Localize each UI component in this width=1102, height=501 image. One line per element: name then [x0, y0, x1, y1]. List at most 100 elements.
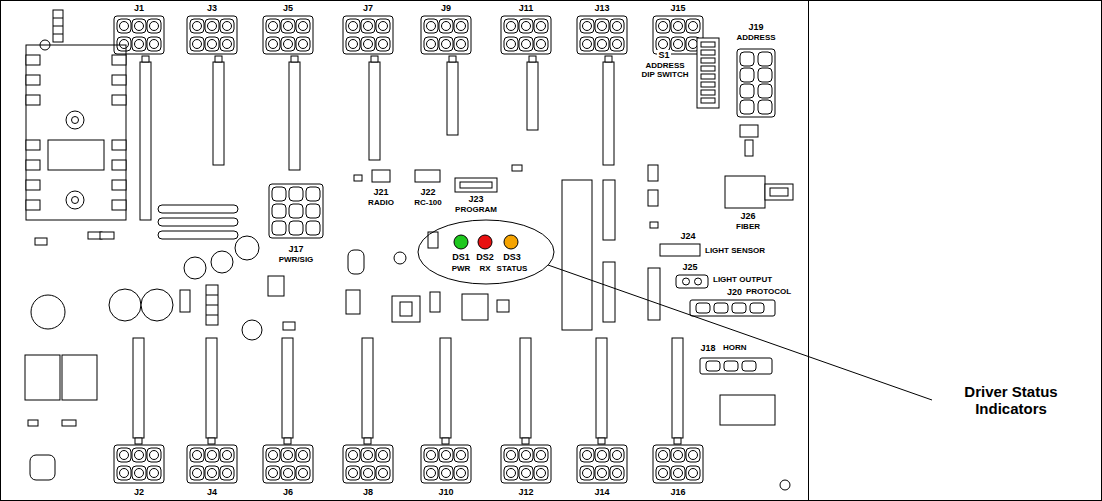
board-part	[596, 338, 607, 438]
connector-label: J12	[517, 487, 534, 497]
board-part	[206, 295, 218, 296]
logic-section	[269, 165, 660, 330]
connector-label: J6	[282, 487, 294, 497]
board-part	[289, 62, 300, 170]
board-part	[522, 438, 529, 444]
board-part	[512, 165, 522, 171]
board-part	[603, 62, 614, 165]
board-part	[53, 26, 63, 27]
board-part	[701, 50, 715, 55]
connector-label: J21	[372, 187, 389, 197]
board-part	[72, 197, 79, 204]
board-part	[235, 236, 259, 260]
board-part	[683, 278, 690, 285]
board-part	[750, 303, 764, 313]
board-part	[142, 56, 149, 62]
connector-caption: HORN	[722, 343, 748, 352]
connector-caption: ADDRESS	[735, 33, 776, 42]
board-part	[674, 438, 681, 444]
connector-label: J23	[467, 194, 484, 204]
board-part	[215, 56, 222, 62]
board-part	[31, 295, 65, 329]
led-label: DS3	[502, 252, 522, 262]
board-part	[720, 395, 775, 425]
board-part	[577, 16, 627, 54]
board-part	[442, 438, 449, 444]
board-part	[562, 180, 592, 330]
connector-caption: FIBER	[735, 222, 761, 231]
board-part	[501, 16, 551, 54]
connector-caption: RC-100	[413, 198, 443, 207]
board-part	[701, 74, 715, 79]
board-part	[263, 16, 313, 54]
board-part	[653, 445, 703, 483]
board-part	[696, 303, 710, 313]
board-part	[447, 62, 458, 135]
board-part	[421, 445, 471, 483]
board-part	[114, 16, 164, 54]
connector-label: J9	[440, 3, 452, 13]
board-part	[520, 338, 531, 438]
board-part	[114, 445, 164, 483]
led-caption: PWR	[451, 264, 472, 273]
board-part	[737, 49, 775, 117]
board-part	[701, 90, 715, 95]
led-caption: RX	[478, 264, 491, 273]
board-part	[724, 361, 738, 371]
board-part	[603, 180, 615, 240]
connector-caption: LIGHT SENSOR	[704, 246, 766, 255]
connector-caption: LIGHT OUTPUT	[712, 275, 773, 284]
board-part	[394, 252, 406, 264]
bottom-connectors	[114, 445, 703, 483]
board-part	[440, 338, 451, 438]
board-part	[291, 56, 298, 62]
switch-caption: ADDRESS DIP SWITCH	[638, 61, 692, 79]
board-part	[648, 268, 660, 320]
board-part	[695, 278, 702, 285]
board-part	[141, 289, 173, 321]
board-part	[653, 16, 703, 54]
connector-caption: PROGRAM	[454, 205, 498, 214]
connector-label: J7	[362, 3, 374, 13]
board-part	[187, 445, 237, 483]
connector-label: J19	[747, 22, 764, 32]
board-part	[133, 338, 144, 438]
board-part	[460, 182, 492, 188]
board-part	[430, 292, 440, 312]
board-part	[770, 188, 788, 196]
board-part	[282, 338, 293, 438]
board-part	[26, 160, 40, 170]
board-part	[112, 200, 126, 210]
board-part	[725, 176, 765, 208]
board-part	[26, 75, 40, 85]
board-part	[30, 455, 55, 480]
board-part	[648, 190, 658, 206]
driver-components	[133, 56, 683, 444]
board-part	[28, 420, 38, 426]
board-part	[180, 290, 190, 312]
board-part	[112, 160, 126, 170]
board-part	[53, 18, 63, 19]
board-part	[206, 305, 218, 306]
connector-label: J11	[518, 3, 535, 13]
board-part	[701, 82, 715, 87]
board-part	[364, 438, 371, 444]
board-part	[392, 296, 420, 322]
connector-label: J18	[699, 343, 716, 353]
board-part	[745, 140, 753, 156]
board-part	[135, 438, 142, 444]
board-part	[158, 231, 238, 239]
board-part	[449, 56, 456, 62]
board-part	[455, 178, 497, 192]
green-led	[454, 235, 468, 249]
board-part	[700, 358, 772, 374]
board-part	[740, 125, 758, 137]
board-part	[369, 62, 380, 160]
connector-caption: PWR/SIG	[278, 255, 315, 264]
connector-label: J10	[437, 487, 454, 497]
connector-label: J5	[282, 3, 294, 13]
board-part	[112, 180, 126, 190]
board-part	[660, 244, 700, 256]
